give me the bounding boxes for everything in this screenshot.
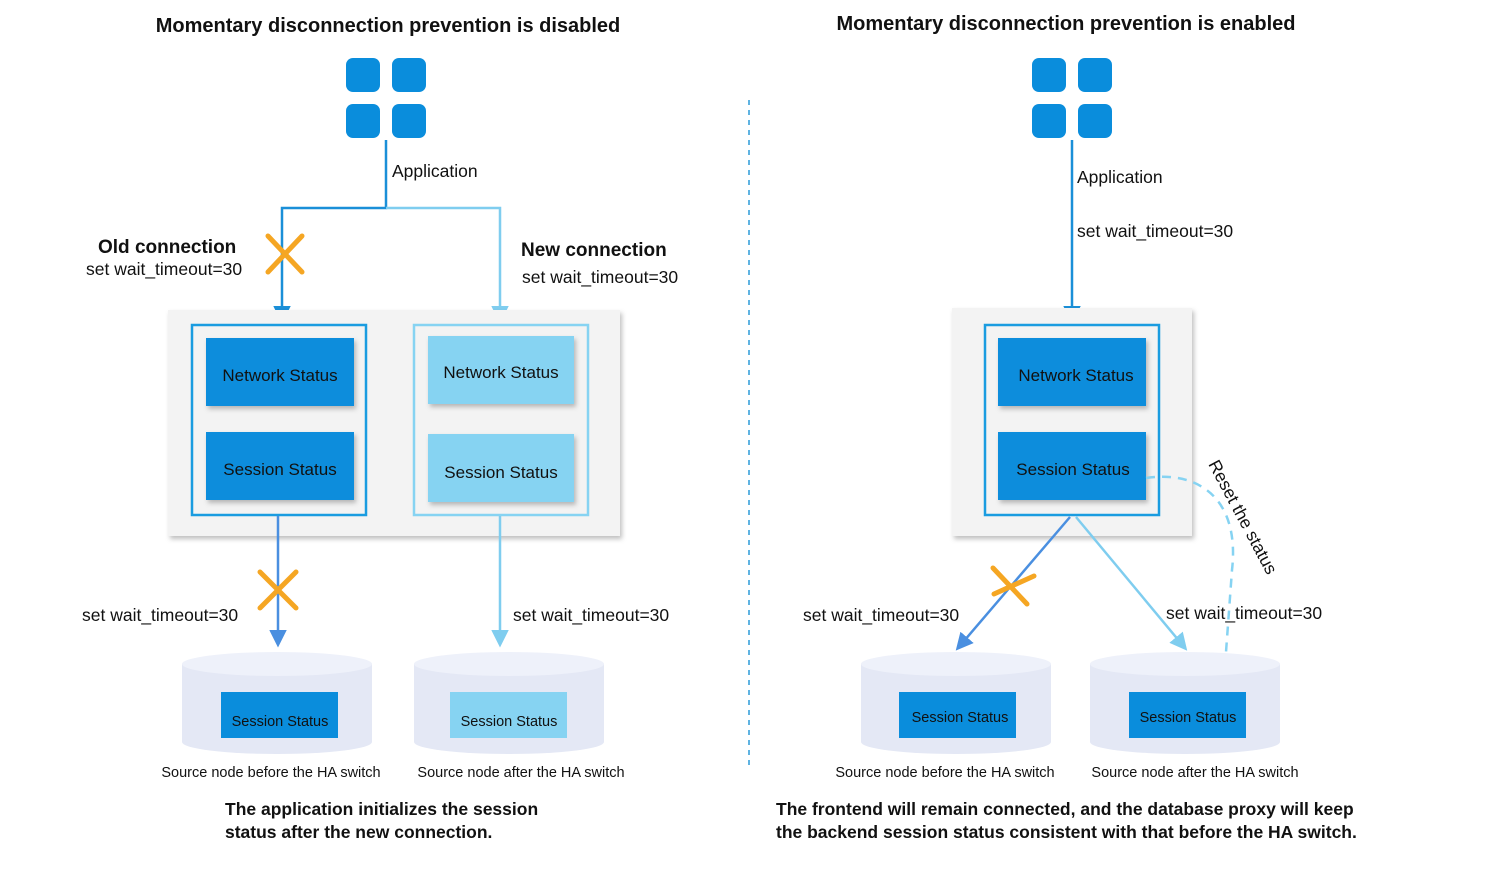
left-application-icon xyxy=(346,58,426,138)
left-old-connection-cmd: set wait_timeout=30 xyxy=(86,259,242,280)
right-footer-line1: The frontend will remain connected, and … xyxy=(776,799,1354,819)
left-db-after-session-label: Session Status xyxy=(461,714,558,730)
right-x-mark-icon xyxy=(990,565,1037,607)
right-network-status-label: Network Status xyxy=(1018,366,1133,385)
right-session-status-box xyxy=(998,432,1146,500)
right-db-after-caption: Source node after the HA switch xyxy=(1091,765,1298,781)
left-lower-right-cmd: set wait_timeout=30 xyxy=(513,605,669,626)
right-application-label: Application xyxy=(1077,167,1163,187)
right-reset-status-label: Reset the status xyxy=(1204,456,1281,577)
left-new-network-status-label: Network Status xyxy=(443,363,558,382)
left-title: Momentary disconnection prevention is di… xyxy=(156,15,621,37)
left-db-after: Session Status xyxy=(414,652,604,754)
right-db-after-session-box xyxy=(1129,692,1246,738)
left-old-connection-title: Old connection xyxy=(98,237,236,258)
left-new-network-status-box xyxy=(428,336,574,404)
left-old-block-frame xyxy=(190,323,368,517)
right-block-frame xyxy=(983,323,1161,517)
left-new-connection-cmd: set wait_timeout=30 xyxy=(522,267,678,288)
left-db-before: Session Status xyxy=(182,652,372,754)
left-lower-x-mark-icon xyxy=(257,569,299,611)
left-new-session-status-box xyxy=(428,434,574,502)
left-db-after-session-box xyxy=(450,692,567,738)
right-db-after-session-label: Session Status xyxy=(1140,710,1237,726)
left-section: Momentary disconnection prevention is di… xyxy=(82,15,678,842)
right-network-status-box xyxy=(998,338,1146,406)
left-lower-left-cmd: set wait_timeout=30 xyxy=(82,605,238,626)
left-new-block-frame xyxy=(412,323,590,517)
right-section: Momentary disconnection prevention is en… xyxy=(776,13,1357,842)
right-db-before: Session Status xyxy=(861,652,1051,754)
left-upper-x-mark-icon xyxy=(265,233,305,275)
left-old-session-status-box xyxy=(206,432,354,500)
left-db-after-caption: Source node after the HA switch xyxy=(417,765,624,781)
left-application-label: Application xyxy=(392,161,478,181)
right-lower-right-cmd: set wait_timeout=30 xyxy=(1166,603,1322,624)
left-new-session-status-label: Session Status xyxy=(444,463,557,482)
right-title: Momentary disconnection prevention is en… xyxy=(837,13,1296,35)
right-new-backend-line xyxy=(1075,516,1188,651)
left-footer-line1: The application initializes the session xyxy=(225,799,538,819)
right-application-icon xyxy=(1032,58,1112,138)
left-new-connection-title: New connection xyxy=(521,240,667,261)
right-lower-left-cmd: set wait_timeout=30 xyxy=(803,605,959,626)
right-session-status-label: Session Status xyxy=(1016,460,1129,479)
right-db-before-caption: Source node before the HA switch xyxy=(835,765,1054,781)
right-db-before-session-box xyxy=(899,692,1016,738)
right-db-before-session-label: Session Status xyxy=(912,710,1009,726)
right-db-after: Session Status xyxy=(1090,652,1280,754)
right-footer-line2: the backend session status consistent wi… xyxy=(776,822,1357,842)
right-upper-cmd: set wait_timeout=30 xyxy=(1077,221,1233,242)
left-footer-line2: status after the new connection. xyxy=(225,822,492,842)
left-old-session-status-label: Session Status xyxy=(223,460,336,479)
left-old-network-status-label: Network Status xyxy=(222,366,337,385)
left-db-before-session-label: Session Status xyxy=(232,714,329,730)
right-reset-status-curve xyxy=(1145,475,1235,653)
left-db-before-session-box xyxy=(221,692,338,738)
left-new-connection-line xyxy=(386,206,509,324)
left-old-network-status-box xyxy=(206,338,354,406)
left-old-connection-line xyxy=(273,140,388,324)
left-db-before-caption: Source node before the HA switch xyxy=(161,765,380,781)
